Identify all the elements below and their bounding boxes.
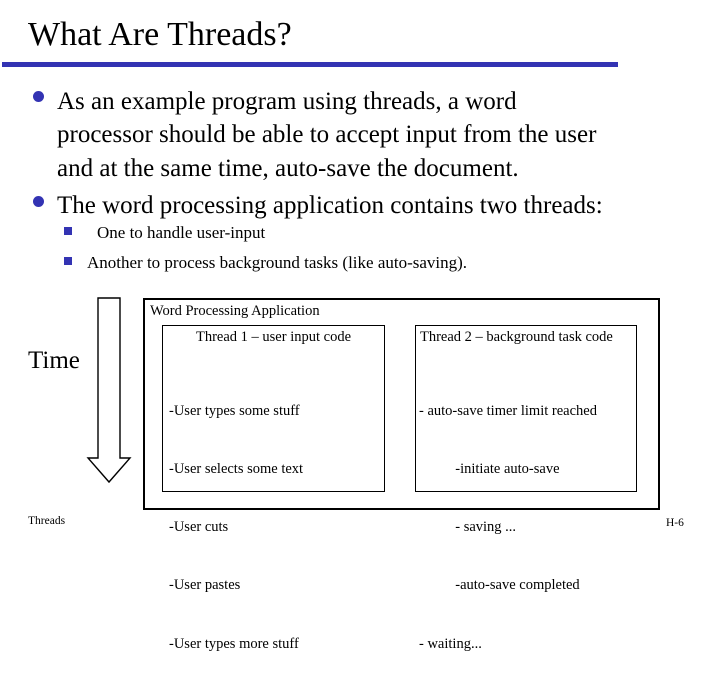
footer-title: Threads [28,515,66,527]
square-bullet-icon [64,257,72,265]
sub-bullet-2: Another to process background tasks (lik… [87,253,468,272]
bullet-paragraph-2: The word processing application contains… [57,189,603,222]
thread-1-step: -User types some stuff [169,402,300,419]
thread-2-steps: - auto-save timer limit reached -initiat… [419,363,597,674]
thread-1-steps: -User types some stuff -User selects som… [169,363,303,674]
page-title: What Are Threads? [28,16,292,53]
thread-1-box [162,325,385,492]
thread-1-step: -User types more stuff [169,635,299,652]
thread-1-title: Thread 1 – user input code [195,329,352,345]
thread-2-step: - auto-save timer limit reached [419,402,597,419]
thread-1-step: -User pastes [169,577,241,594]
thread-2-step: - waiting... [419,635,482,652]
bullet-paragraph-1: As an example program using threads, a w… [57,85,596,185]
thread-2-box [415,325,637,492]
thread-2-title: Thread 2 – background task code [420,329,613,345]
thread-2-step: - saving ... [419,519,517,536]
bullet-icon [33,91,44,102]
slide-what-are-threads: { "accent_color": "#3333B3", "title": "W… [2,16,684,652]
thread-1-step: -User selects some text [169,461,304,478]
bullet-icon [33,196,44,207]
word-processing-application-label: Word Processing Application [150,303,320,319]
time-label: Time [28,347,80,374]
thread-2-step: -auto-save completed [419,577,580,594]
slide-number: H-6 [666,517,684,529]
bullet-1-line-1: As an example program using threads, a w… [57,88,517,115]
title-underline-rule [2,62,618,67]
thread-1-step: -User cuts [169,519,229,536]
bullet-1-line-2: processor should be able to accept input… [57,121,597,149]
sub-bullet-1: One to handle user-input [97,223,266,242]
bullet-1-line-3: and at the same time, auto-save the docu… [57,154,519,182]
down-arrow-icon [86,297,132,484]
thread-2-step: -initiate auto-save [419,461,560,478]
square-bullet-icon [64,227,72,235]
bullet-2-line-1: The word processing application contains… [57,192,603,219]
